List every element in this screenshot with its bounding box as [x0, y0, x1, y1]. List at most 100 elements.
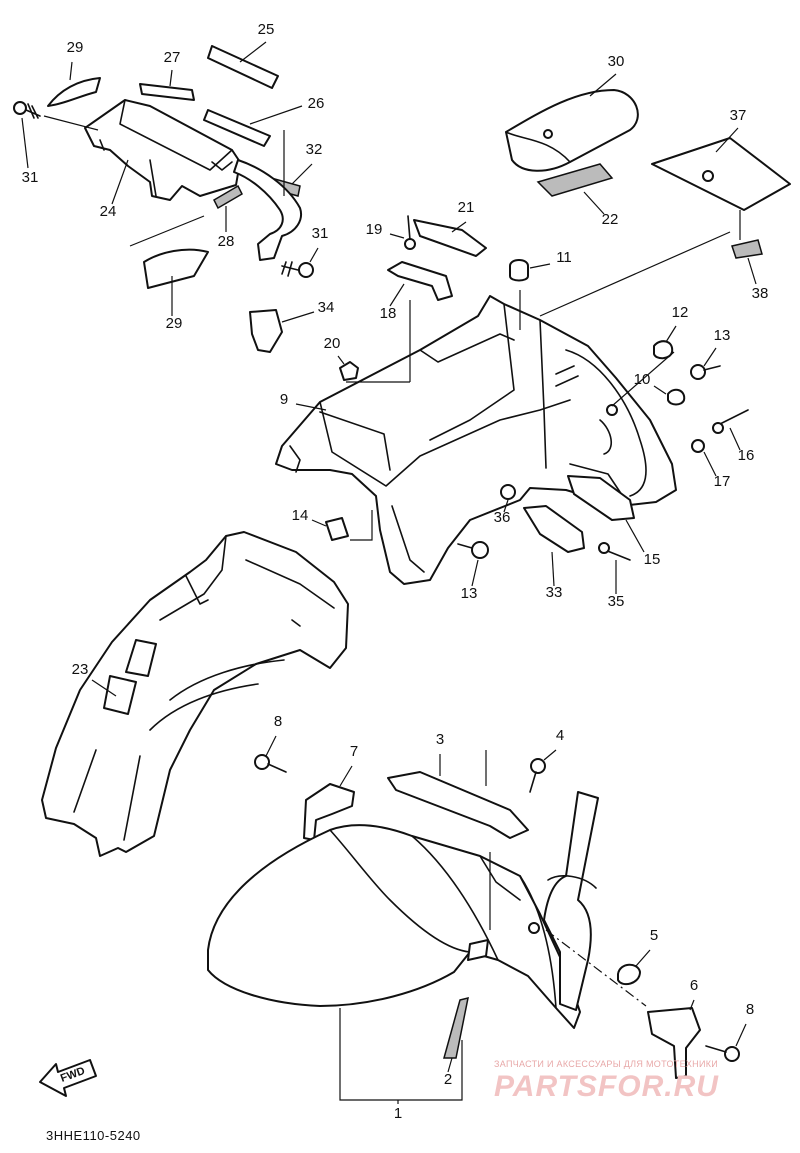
leader-line-19	[389, 233, 405, 239]
part-7-bracket	[303, 783, 355, 841]
callout-23: 23	[72, 661, 89, 678]
part-9-rear-fender	[275, 295, 677, 585]
callout-38: 38	[752, 285, 769, 302]
part-19-bolt	[407, 215, 411, 241]
part-31-bolt-lower	[281, 261, 314, 278]
part-38-damper	[731, 239, 763, 259]
leader-line-24	[111, 159, 129, 205]
front-fork-tube	[543, 791, 599, 1011]
part-26-strip	[203, 109, 271, 147]
callout-37: 37	[730, 107, 747, 124]
callout-24: 24	[100, 203, 117, 220]
callout-16: 16	[738, 447, 755, 464]
leader-line-9	[295, 403, 327, 411]
seat-group	[505, 89, 791, 259]
callout-13a: 13	[714, 327, 731, 344]
leader-line-11	[529, 263, 551, 269]
callout-19: 19	[366, 221, 383, 238]
callout-1: 1	[394, 1105, 402, 1122]
watermark-caption: ЗАПЧАСТИ И АКСЕССУАРЫ ДЛЯ МОТОТЕХНИКИ	[494, 1059, 719, 1069]
callout-14: 14	[292, 507, 309, 524]
leader-line-6	[689, 999, 695, 1011]
callout-2: 2	[444, 1071, 452, 1088]
leader-line-16	[729, 427, 741, 451]
callout-6: 6	[690, 977, 698, 994]
part-13-bolt-lower	[457, 541, 489, 559]
part-34-bracket	[249, 309, 283, 353]
part-22-damper	[536, 163, 614, 197]
callout-33: 33	[546, 584, 563, 601]
leader-line-7	[339, 765, 353, 787]
part-15-bracket	[567, 475, 635, 521]
part-29-lower-cover	[143, 248, 209, 289]
callout-31a: 31	[22, 169, 39, 186]
callout-34: 34	[318, 299, 335, 316]
leader-line-34	[281, 311, 315, 323]
rear-cowl-group	[13, 45, 314, 289]
part-17-washer	[691, 439, 705, 453]
callout-20: 20	[324, 335, 341, 352]
part-21-strap	[413, 219, 487, 257]
leader-line-10	[653, 385, 667, 395]
part-27-strip	[139, 83, 195, 101]
callout-27: 27	[164, 49, 181, 66]
callout-11: 11	[556, 249, 572, 266]
leader-line-25	[239, 41, 267, 63]
callout-35: 35	[608, 593, 625, 610]
part-8-bolt-right	[705, 1045, 740, 1062]
forward-direction-arrow: FWD	[39, 1059, 97, 1097]
leader-line-15	[625, 519, 645, 553]
callout-7: 7	[350, 743, 358, 760]
callout-15: 15	[644, 551, 661, 568]
callout-8a: 8	[274, 713, 282, 730]
callout-22: 22	[602, 211, 619, 228]
part-29-upper-cover	[47, 77, 101, 107]
callout-29b: 29	[166, 315, 183, 332]
part-30-tail-cover	[505, 89, 639, 172]
leader-line-14	[311, 519, 327, 527]
part-grab-bracket	[233, 159, 302, 261]
part-2-reflector	[443, 996, 469, 1059]
part-1-front-fender	[207, 824, 581, 1029]
part-28-damper	[213, 184, 243, 210]
leader-line-12	[665, 325, 677, 343]
leader-bracket-1	[339, 1008, 463, 1101]
leader-line-37	[715, 127, 739, 153]
front-fender-group	[207, 750, 740, 1079]
callout-5: 5	[650, 927, 658, 944]
part-8-bolt-left	[254, 754, 287, 773]
leader-line-32	[291, 163, 313, 185]
callout-17: 17	[714, 473, 731, 490]
callout-8b: 8	[746, 1001, 754, 1018]
leader-line-13b	[471, 559, 479, 587]
leader-line-26	[249, 105, 303, 125]
callout-10: 10	[634, 371, 651, 388]
callout-9: 9	[280, 391, 288, 408]
leader-line-23	[91, 679, 117, 697]
part-36-washer	[500, 484, 516, 500]
part-14-clip	[325, 517, 349, 541]
leader-line-33	[551, 551, 555, 587]
part-10-cap	[667, 388, 686, 406]
part-31-bolt-upper	[13, 101, 41, 119]
leader-line-17	[703, 451, 717, 477]
leader-line-20	[337, 355, 345, 365]
leader-line-8b	[735, 1023, 747, 1047]
leader-line-30	[589, 73, 617, 97]
callout-26: 26	[308, 95, 325, 112]
callout-30: 30	[608, 53, 625, 70]
part-5-cap	[617, 963, 641, 986]
leader-line-8a	[265, 735, 277, 757]
callout-25: 25	[258, 21, 275, 38]
inner-fender-group	[41, 531, 355, 857]
callout-4: 4	[556, 727, 564, 744]
part-3-fender-brace	[387, 771, 529, 839]
callout-36: 36	[494, 509, 511, 526]
callout-3: 3	[436, 731, 444, 748]
diagram-code: 3HHE110-5240	[46, 1128, 141, 1143]
part-11-grommet	[509, 259, 529, 282]
callout-32: 32	[306, 141, 323, 158]
callout-29a: 29	[67, 39, 84, 56]
